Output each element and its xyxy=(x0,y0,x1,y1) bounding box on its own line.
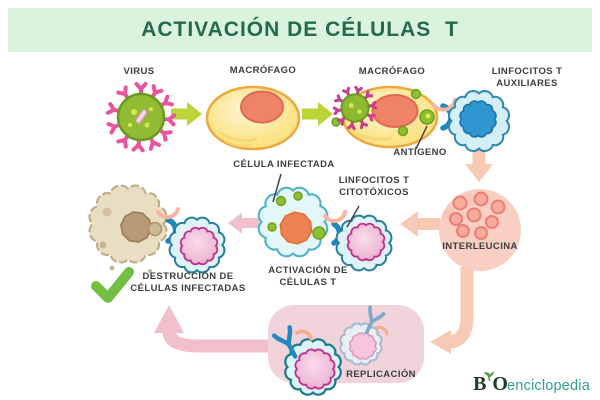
replicating-cell-icon xyxy=(339,305,389,366)
helper-t-cell-icon xyxy=(448,90,510,152)
virus-icon xyxy=(105,82,177,153)
macrophage2-label: MACRÓFAGO xyxy=(358,66,426,77)
interleukin-icon xyxy=(439,189,521,271)
arrow-replication-to-destruction xyxy=(154,305,272,353)
interleukin-label: INTERLEUCINA xyxy=(442,241,518,252)
arrow-interleukin-to-replication xyxy=(430,267,474,354)
logo-wordmark: enciclopedia xyxy=(506,378,590,394)
activation-label: ACTIVACIÓN DE CÉLULAS T xyxy=(268,265,348,288)
destruction-label: DESTRUCCIÓN DE CÉLULAS INFECTADAS xyxy=(130,271,246,294)
cytotoxic-pointer-line xyxy=(346,205,360,228)
binding-arc-icon xyxy=(323,210,347,223)
infected-cell-pointer-line xyxy=(272,173,282,203)
arrow-helper-t-to-interleukin xyxy=(465,150,493,182)
macrophage-label: MACRÓFAGO xyxy=(229,65,297,76)
arrow-activation-to-destruction xyxy=(228,212,259,234)
virus-on-macrophage-icon xyxy=(332,85,378,131)
arrow-macrophage-to-macrophage xyxy=(302,102,333,126)
leaf-icon xyxy=(483,369,495,387)
infected-cell-label: CÉLULA INFECTADA xyxy=(233,159,335,170)
virus-label: VIRUS xyxy=(123,66,155,77)
logo-letter-o: O xyxy=(492,373,508,395)
macrophage-icon xyxy=(205,85,301,151)
antigen-pointer-line xyxy=(415,125,428,150)
bioenciclopedia-logo: B O enciclopedia xyxy=(473,371,590,395)
helper-t-label: LINFOCITOS T AUXILIARES xyxy=(491,66,563,89)
cytotoxic-t-label: LINFOCITOS T CITOTÓXICOS xyxy=(338,175,410,198)
replicating-cell-icon xyxy=(274,327,342,396)
logo-letter-b: B xyxy=(473,373,487,395)
binding-arc-icon xyxy=(156,207,180,220)
replication-label: REPLICACIÓN xyxy=(346,369,416,380)
antigen-icon xyxy=(419,109,435,125)
check-icon xyxy=(91,267,134,303)
cytotoxic-t-cell-icon xyxy=(335,214,393,272)
page-title: ACTIVACIÓN DE CÉLULAS T xyxy=(141,18,459,41)
destroyed-cell-icon xyxy=(88,184,168,273)
title-banner: ACTIVACIÓN DE CÉLULAS T xyxy=(8,8,592,52)
infected-cell-icon xyxy=(257,186,329,258)
arrow-interleukin-to-cytotoxic xyxy=(400,211,440,237)
arrow-virus-to-macrophage xyxy=(171,102,202,126)
antigen-label: ANTÍGENO xyxy=(393,147,447,158)
killer-lymphocyte-icon xyxy=(168,216,226,274)
